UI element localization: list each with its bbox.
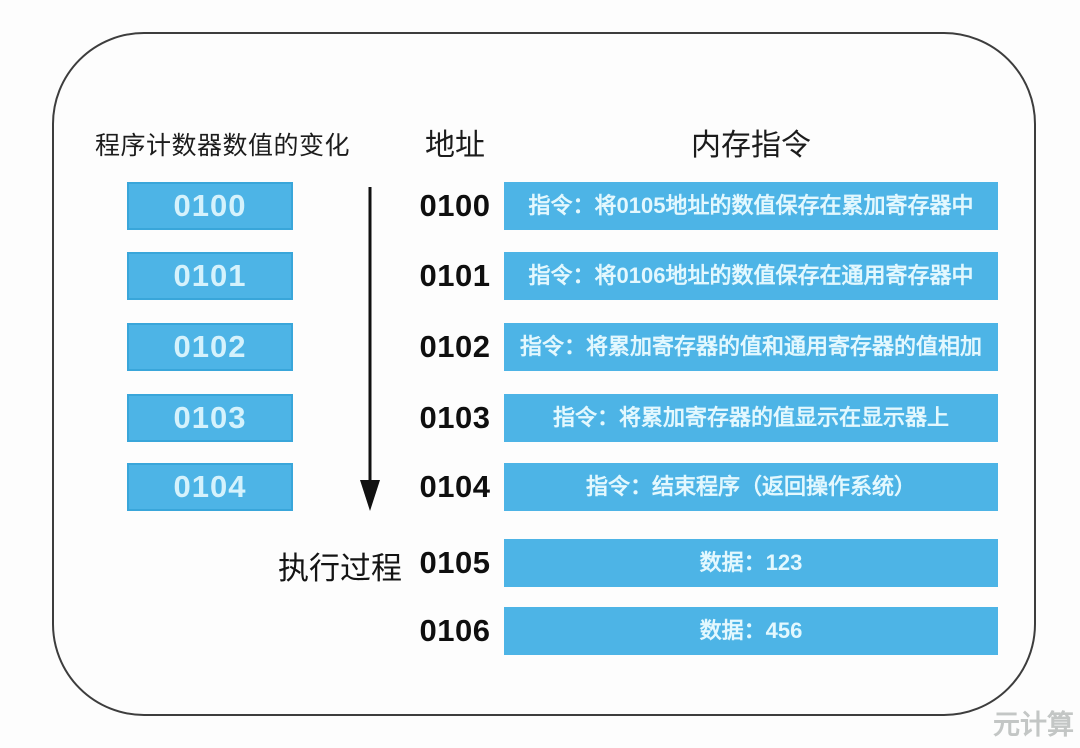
memory-instruction-header: 内存指令 bbox=[691, 129, 811, 162]
address-label: 0105 bbox=[419, 545, 491, 580]
address-header: 地址 bbox=[425, 129, 485, 162]
memory-instruction-box: 指令：将累加寄存器的值和通用寄存器的值相加 bbox=[504, 323, 998, 371]
address-label: 0101 bbox=[419, 258, 491, 293]
memory-data-box: 数据：456 bbox=[504, 607, 998, 655]
memory-instruction-box: 指令：将累加寄存器的值显示在显示器上 bbox=[504, 394, 998, 442]
pc-value-box: 0102 bbox=[127, 323, 293, 371]
pc-value-box: 0104 bbox=[127, 463, 293, 511]
address-label: 0100 bbox=[419, 188, 491, 223]
rounded-border-frame bbox=[52, 32, 1036, 716]
address-label: 0103 bbox=[419, 400, 491, 435]
address-label: 0106 bbox=[419, 613, 491, 648]
memory-instruction-box: 指令：将0105地址的数值保存在累加寄存器中 bbox=[504, 182, 998, 230]
pc-value-box: 0100 bbox=[127, 182, 293, 230]
memory-instruction-box: 指令：结束程序（返回操作系统） bbox=[504, 463, 998, 511]
program-counter-header: 程序计数器数值的变化 bbox=[95, 132, 351, 160]
watermark: 元计算 bbox=[993, 710, 1074, 740]
memory-data-box: 数据：123 bbox=[504, 539, 998, 587]
address-label: 0102 bbox=[419, 329, 491, 364]
down-arrow-icon bbox=[360, 187, 380, 511]
pc-value-box: 0101 bbox=[127, 252, 293, 300]
execution-process-label: 执行过程 bbox=[278, 551, 402, 586]
pc-value-box: 0103 bbox=[127, 394, 293, 442]
address-label: 0104 bbox=[419, 469, 491, 504]
memory-instruction-box: 指令：将0106地址的数值保存在通用寄存器中 bbox=[504, 252, 998, 300]
